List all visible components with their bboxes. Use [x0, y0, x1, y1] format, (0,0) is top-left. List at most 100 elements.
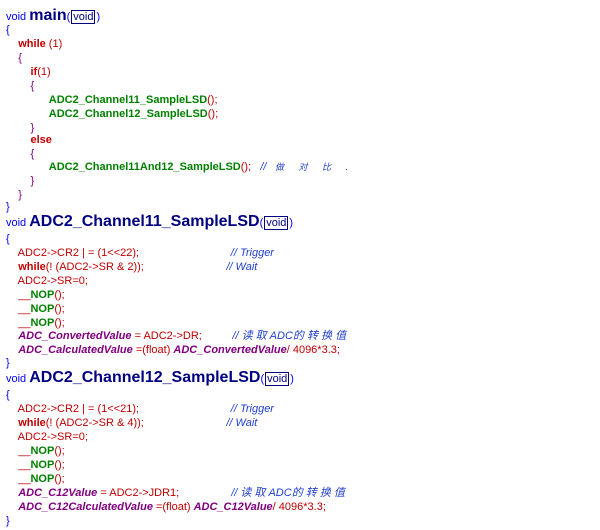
code-token: main [29, 7, 67, 24]
code-token: ADC2->CR2 | = (1<<21); [6, 403, 140, 415]
code-token [6, 161, 49, 173]
code-line: ADC2_Channel11_SampleLSD(); [6, 93, 218, 108]
code-token: (); [54, 317, 65, 329]
code-token: { [6, 233, 10, 245]
code-token: (! (ADC2->SR & 2)); [45, 261, 144, 273]
code-token: void [6, 11, 30, 23]
code-line: else [6, 133, 52, 148]
code-line: ADC2_Channel11And12_SampleLSD(); // 做 对 … [6, 160, 354, 175]
code-token: (); [54, 473, 65, 485]
code-token: ADC_ConvertedValue [173, 344, 287, 356]
code-token: ADC2->SR=0; [6, 431, 88, 443]
code-token [6, 344, 18, 356]
code-token: __ [6, 289, 31, 301]
code-line: { [6, 23, 10, 38]
code-token [6, 38, 18, 50]
code-token: ADC2->CR2 | = (1<<22); [6, 247, 140, 259]
code-line: ADC2->SR=0; [6, 274, 88, 289]
code-token: NOP [30, 317, 55, 329]
code-token: void [264, 216, 289, 230]
code-token: __ [6, 445, 31, 457]
code-token: // Trigger [139, 403, 274, 415]
code-token: (); [54, 459, 65, 471]
code-token: } [6, 515, 10, 527]
code-token: / 4096*3.3; [272, 501, 326, 513]
code-token: // 读 取 ADC的 转 换 值 [179, 487, 345, 499]
code-line: void ADC2_Channel12_SampleLSD(void) [6, 368, 294, 388]
code-token: } [6, 175, 35, 187]
code-token: __ [6, 317, 31, 329]
code-line: ADC2->SR=0; [6, 430, 88, 445]
code-token [6, 417, 18, 429]
code-token: ADC_C12Value [193, 501, 273, 513]
code-token: void [6, 373, 30, 385]
code-token: 做 对 比 . [266, 162, 354, 172]
code-token [6, 501, 18, 513]
code-token: / 4096*3.3; [286, 344, 340, 356]
code-token: (); [54, 445, 65, 457]
code-token: (); [54, 303, 65, 315]
code-token: ADC2_Channel12_SampleLSD [48, 108, 208, 120]
code-line: ADC2->CR2 | = (1<<22); // Trigger [6, 246, 274, 261]
code-token: void [71, 10, 96, 24]
code-line: __NOP(); [6, 458, 65, 473]
code-token: ADC2_Channel11And12_SampleLSD [48, 161, 241, 173]
code-token: ADC2->SR=0; [6, 275, 88, 287]
code-line: } [6, 174, 34, 189]
code-token: NOP [30, 303, 55, 315]
code-line: } [6, 200, 10, 215]
code-token: __ [6, 473, 31, 485]
code-token [6, 487, 18, 499]
code-line: ADC_CalculatedValue =(float) ADC_Convert… [6, 343, 340, 358]
code-token [6, 134, 30, 146]
code-token: =(float) [132, 344, 174, 356]
code-token: (); [240, 161, 261, 173]
code-token: { [6, 24, 10, 36]
code-token: =(float) [152, 501, 194, 513]
code-token: void [6, 217, 30, 229]
code-line: { [6, 147, 34, 162]
code-token: ( [259, 217, 264, 229]
code-line: while(! (ADC2->SR & 4)); // Wait [6, 416, 257, 431]
code-token: NOP [30, 459, 55, 471]
code-line: { [6, 79, 34, 94]
code-token: ) [96, 11, 101, 23]
code-token [6, 94, 49, 106]
code-token: void [265, 372, 290, 386]
code-line: __NOP(); [6, 288, 64, 303]
code-line: ADC_C12CalculatedValue =(float) ADC_C12V… [6, 500, 326, 515]
code-token: // 读 取 ADC的 转 换 值 [201, 330, 347, 342]
code-line: __NOP(); [6, 472, 65, 487]
code-token: while [18, 417, 46, 429]
code-line: __NOP(); [6, 302, 65, 317]
code-line: } [6, 121, 34, 136]
code-token: = ADC2->JDR1; [97, 487, 180, 499]
code-token: NOP [30, 445, 55, 457]
code-token: NOP [30, 473, 55, 485]
code-token: { [6, 389, 10, 401]
code-line: ADC_ConvertedValue = ADC2->DR; // 读 取 AD… [6, 329, 346, 344]
code-line: { [6, 51, 22, 66]
code-token: ADC_C12CalculatedValue [18, 501, 153, 513]
code-token: (); [207, 94, 218, 106]
code-token: else [30, 134, 52, 146]
code-line: void main(void) [6, 6, 100, 26]
code-token: ADC_CalculatedValue [18, 344, 133, 356]
code-token: ADC2_Channel11_SampleLSD [29, 213, 260, 230]
code-token: // Wait [143, 417, 258, 429]
code-token: ) [289, 217, 294, 229]
code-token: ADC_C12Value [18, 487, 98, 499]
code-line: { [6, 232, 10, 247]
code-line: ADC2_Channel12_SampleLSD(); [6, 107, 218, 122]
code-line: ADC2->CR2 | = (1<<21); // Trigger [6, 402, 274, 417]
code-line: __NOP(); [6, 444, 65, 459]
code-token: (1) [37, 66, 51, 78]
code-token: while [18, 38, 46, 50]
code-line: while (1) [6, 37, 62, 52]
code-token: ADC2_Channel11_SampleLSD [48, 94, 208, 106]
code-line: { [6, 388, 10, 403]
code-token: __ [6, 303, 31, 315]
code-token: { [6, 148, 35, 160]
code-line: if(1) [6, 65, 51, 80]
